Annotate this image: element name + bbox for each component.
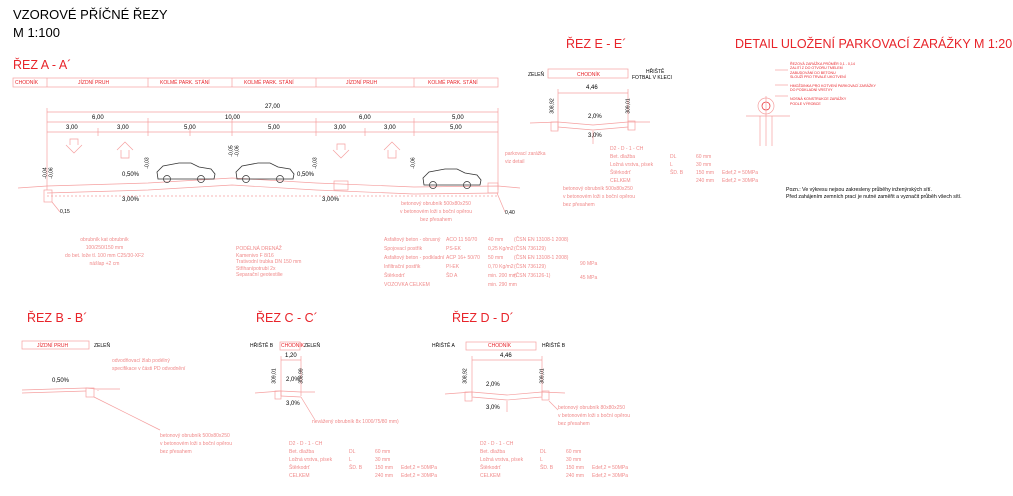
section-e-title: ŘEZ E - E´ — [566, 37, 627, 51]
level-label: 308,92 — [462, 368, 469, 384]
slope-label: 3,0% — [486, 405, 500, 411]
slope-label: 0,50% — [297, 172, 315, 178]
level-label: -0,03 — [312, 157, 319, 169]
dim-total: 27,00 — [265, 104, 281, 110]
dim-label: 4,46 — [500, 353, 512, 359]
lane-label: HŘIŠTĚ — [646, 69, 665, 75]
slope-label: 2,0% — [588, 114, 602, 120]
dim-label: 3,00 — [384, 125, 396, 131]
slope-label: 3,0% — [286, 401, 300, 407]
modulus-label: 90 MPa — [580, 261, 598, 267]
lane-label: FOTBAL V KLECI — [632, 75, 672, 81]
dim-label: 6,00 — [92, 115, 104, 121]
lane-label: JÍZDNÍ PRUH — [78, 80, 110, 86]
slope-label: 0,50% — [52, 378, 70, 384]
dim-label: 5,00 — [268, 125, 280, 131]
slope-label: 3,0% — [588, 133, 602, 139]
level-label: -0,06 — [410, 157, 417, 169]
level-label: -0,06 — [234, 145, 241, 157]
drawing-title: VZOROVÉ PŘÍČNÉ ŘEZY — [13, 7, 168, 22]
lane-label: JÍZDNÍ PRUH — [37, 343, 69, 349]
level-label: 309,01 — [625, 98, 632, 114]
lane-label: JÍZDNÍ PRUH — [346, 80, 378, 86]
misc-dim: 0,40 — [505, 210, 515, 216]
dim-label: 3,00 — [117, 125, 129, 131]
remark-line-2: Před zahájením zemních prací je nutné za… — [786, 194, 962, 200]
dim-label: 5,00 — [452, 115, 464, 121]
lane-label: HŘIŠTĚ B — [250, 343, 274, 349]
slope-label: 0,50% — [122, 172, 140, 178]
dim-label: 10,00 — [225, 115, 241, 121]
level-label: 309,01 — [539, 368, 546, 384]
dim-label: 5,00 — [450, 125, 462, 131]
lane-label: HŘIŠTĚ A — [432, 343, 455, 349]
lane-label: ZELEŇ — [94, 343, 111, 349]
lane-label: KOLMÉ PARK. STÁNÍ — [244, 80, 294, 86]
lane-label: KOLMÉ PARK. STÁNÍ — [160, 80, 210, 86]
modulus-label: 45 MPa — [580, 275, 598, 281]
level-label: -0,03 — [144, 157, 151, 169]
slope-label: 2,0% — [486, 382, 500, 388]
lane-label: CHODNÍK — [281, 343, 305, 349]
dim-label: 1,20 — [285, 353, 297, 359]
lane-label: HŘIŠTĚ B — [542, 343, 566, 349]
lane-label: CHODNÍK — [488, 343, 512, 349]
lane-label: ZELEŇ — [528, 72, 545, 78]
slope-label: 3,00% — [122, 197, 140, 203]
slope-label: 2,0% — [286, 377, 300, 383]
slope-label: 3,00% — [322, 197, 340, 203]
section-a-title: ŘEZ A - A´ — [13, 58, 72, 72]
section-b-title: ŘEZ B - B´ — [27, 311, 88, 325]
dim-label: 4,46 — [586, 85, 598, 91]
misc-dim: 0,15 — [60, 209, 70, 215]
dim-label: 3,00 — [66, 125, 78, 131]
section-c-title: ŘEZ C - C´ — [256, 311, 318, 325]
lane-label: ZELEŇ — [304, 343, 321, 349]
detail-title: DETAIL ULOŽENÍ PARKOVACÍ ZARÁŽKY M 1:20 — [735, 37, 1013, 51]
lane-label: CHODNÍK — [577, 72, 601, 78]
lane-label: CHODNÍK — [15, 80, 39, 86]
lane-label: KOLMÉ PARK. STÁNÍ — [428, 80, 478, 86]
level-label: 308,92 — [549, 98, 556, 114]
section-d-title: ŘEZ D - D´ — [452, 311, 514, 325]
drawing-scale: M 1:100 — [13, 25, 60, 40]
dim-label: 5,00 — [184, 125, 196, 131]
remark-line-1: Pozn.: Ve výkresu nejsou zakresleny průb… — [786, 187, 932, 193]
level-label: -0,06 — [48, 167, 55, 179]
level-label: 309,01 — [271, 368, 278, 384]
curb-note-c: nevážený obrubník 8x 1000/75/80 mm) — [312, 419, 399, 425]
dim-label: 6,00 — [359, 115, 371, 121]
dim-label: 3,00 — [334, 125, 346, 131]
